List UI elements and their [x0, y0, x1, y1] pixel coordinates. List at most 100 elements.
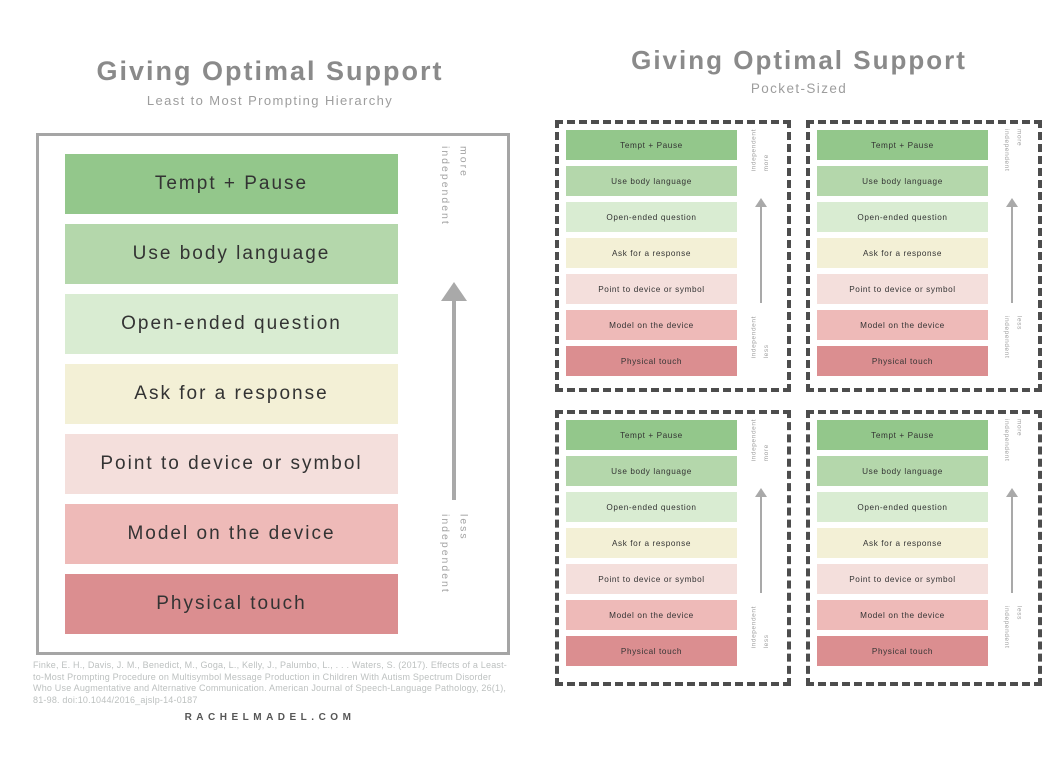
prompt-bar-label: Model on the device: [609, 610, 694, 620]
prompt-bar-label: Use body language: [862, 466, 943, 476]
prompt-bar: Physical touch: [817, 346, 988, 376]
prompt-bar-label: Point to device or symbol: [100, 453, 363, 474]
prompt-bar: Tempt + Pause: [817, 130, 988, 160]
website-text: RACHELMADEL.COM: [184, 712, 356, 723]
prompt-bar: Physical touch: [566, 636, 737, 666]
pocket-independence-scale: more independent less independent: [990, 414, 1034, 682]
prompt-bar-label: Ask for a response: [862, 538, 943, 548]
prompt-bar-label: Tempt + Pause: [620, 140, 683, 150]
prompt-bar: Use body language: [817, 166, 988, 196]
prompt-bar-label: Open-ended question: [606, 212, 697, 222]
prompt-bar: Model on the device: [817, 310, 988, 340]
prompt-bar: Ask for a response: [566, 528, 737, 558]
prompt-bar: Model on the device: [817, 600, 988, 630]
prompt-bar: Point to device or symbol: [817, 274, 988, 304]
prompt-bar: Physical touch: [65, 574, 398, 634]
prompt-bar: Physical touch: [566, 346, 737, 376]
prompt-bar: Ask for a response: [817, 238, 988, 268]
prompt-bar-label: Use body language: [132, 243, 331, 264]
prompt-bar-label: Use body language: [611, 176, 692, 186]
prompt-bar: Open-ended question: [817, 492, 988, 522]
prompt-bar: Model on the device: [566, 600, 737, 630]
less-independent-label: less independent: [1003, 316, 1023, 359]
left-header: Giving Optimal Support Least to Most Pro…: [0, 56, 540, 108]
prompt-bar-label: Point to device or symbol: [598, 574, 705, 584]
prompt-bar-label: Use body language: [611, 466, 692, 476]
up-arrow-icon: [755, 488, 767, 593]
up-arrow-icon: [1006, 488, 1018, 593]
prompt-bar-label: Use body language: [862, 176, 943, 186]
more-independent-label: more independent: [439, 146, 470, 226]
pocket-independence-scale: more independent less independent: [990, 124, 1034, 388]
prompt-bar: Model on the device: [566, 310, 737, 340]
prompt-bar: Open-ended question: [566, 492, 737, 522]
prompt-bar-label: Tempt + Pause: [620, 430, 683, 440]
prompt-bar-label: Point to device or symbol: [849, 574, 956, 584]
prompt-bar: Point to device or symbol: [65, 434, 398, 494]
prompt-bar-label: Open-ended question: [857, 212, 948, 222]
less-independent-label: less independent: [750, 606, 770, 649]
prompt-bar-label: Open-ended question: [606, 502, 697, 512]
prompt-bar-label: Physical touch: [620, 356, 683, 366]
prompt-bar: Physical touch: [817, 636, 988, 666]
prompt-bar: Use body language: [566, 166, 737, 196]
more-independent-label: more independent: [1003, 419, 1023, 462]
prompt-bar: Tempt + Pause: [65, 154, 398, 214]
prompt-bar: Open-ended question: [566, 202, 737, 232]
less-independent-label: less independent: [439, 514, 470, 594]
prompt-bar: Use body language: [817, 456, 988, 486]
up-arrow-icon: [441, 282, 467, 500]
prompt-bar-label: Model on the device: [127, 523, 336, 544]
prompt-bar-label: Ask for a response: [134, 383, 329, 404]
prompt-bar-label: Physical touch: [871, 356, 934, 366]
prompt-bar-label: Open-ended question: [857, 502, 948, 512]
up-arrow-icon: [1006, 198, 1018, 303]
prompt-bar-label: Model on the device: [860, 610, 945, 620]
right-subtitle: Pocket-Sized: [750, 81, 848, 96]
prompt-bar: Tempt + Pause: [566, 420, 737, 450]
left-title: Giving Optimal Support: [96, 56, 444, 86]
prompt-bar: Open-ended question: [65, 294, 398, 354]
up-arrow-icon: [755, 198, 767, 303]
prompt-bar-label: Ask for a response: [611, 538, 692, 548]
prompt-bar: Open-ended question: [817, 202, 988, 232]
prompt-bar-label: Ask for a response: [611, 248, 692, 258]
citation-text: Finke, E. H., Davis, J. M., Benedict, M.…: [33, 660, 508, 705]
right-header: Giving Optimal Support Pocket-Sized: [553, 45, 1045, 96]
prompt-bar-label: Physical touch: [620, 646, 683, 656]
independence-scale: more independent less independent: [428, 136, 480, 652]
more-independent-label: more independent: [750, 419, 770, 462]
prompt-bar-label: Point to device or symbol: [598, 284, 705, 294]
prompt-bar: Ask for a response: [566, 238, 737, 268]
left-subtitle: Least to Most Prompting Hierarchy: [146, 93, 394, 108]
prompt-bar: Ask for a response: [817, 528, 988, 558]
prompt-bar: Use body language: [566, 456, 737, 486]
prompt-bar: Point to device or symbol: [566, 564, 737, 594]
prompt-bar-label: Model on the device: [609, 320, 694, 330]
prompt-bar: Tempt + Pause: [817, 420, 988, 450]
prompt-bar-label: Physical touch: [871, 646, 934, 656]
prompt-bar-label: Open-ended question: [121, 313, 342, 334]
right-title: Giving Optimal Support: [631, 45, 967, 75]
more-independent-label: more independent: [1003, 129, 1023, 172]
more-independent-label: more independent: [750, 129, 770, 172]
prompt-bar: Tempt + Pause: [566, 130, 737, 160]
prompt-bar-label: Ask for a response: [862, 248, 943, 258]
pocket-independence-scale: more independent less independent: [739, 124, 783, 388]
prompt-bar-label: Tempt + Pause: [871, 140, 934, 150]
prompt-bar: Point to device or symbol: [817, 564, 988, 594]
less-independent-label: less independent: [1003, 606, 1023, 649]
prompt-bar-label: Physical touch: [156, 593, 307, 614]
prompt-bar-label: Point to device or symbol: [849, 284, 956, 294]
prompt-bar: Point to device or symbol: [566, 274, 737, 304]
